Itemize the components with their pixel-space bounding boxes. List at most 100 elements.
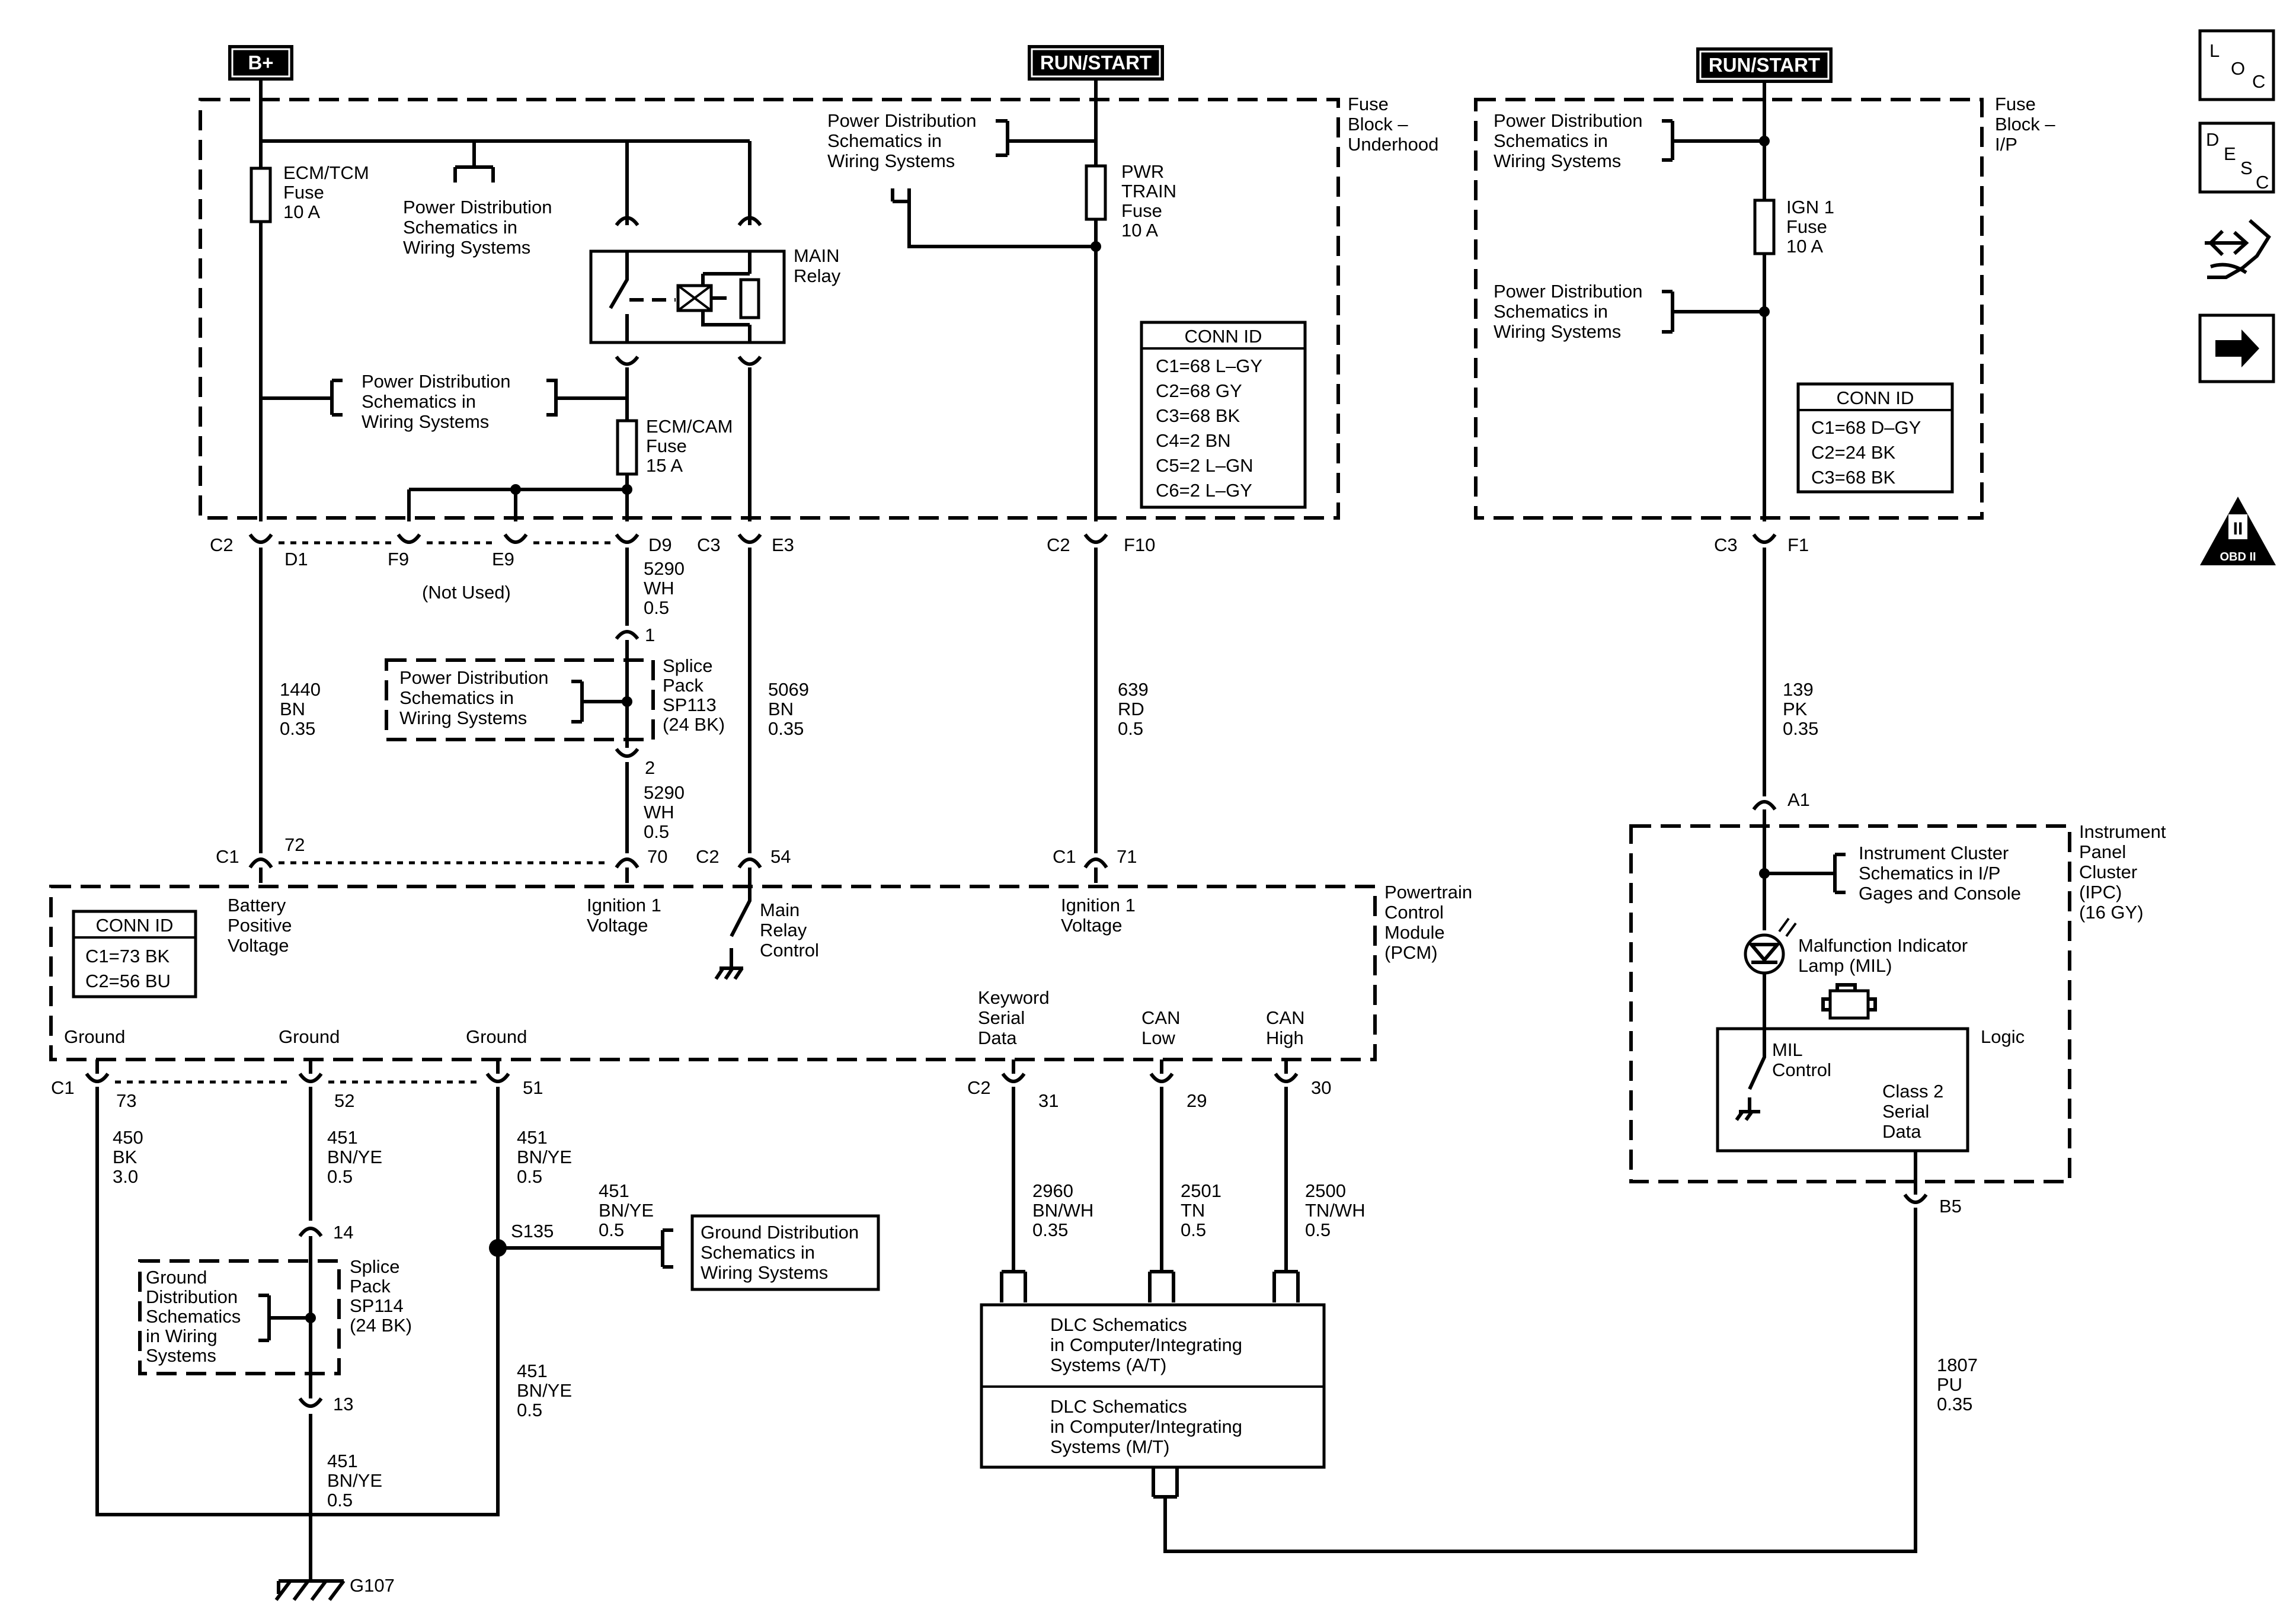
svg-text:C2: C2 bbox=[210, 534, 234, 555]
obd-ii-icon: II OBD II bbox=[2200, 497, 2276, 565]
svg-text:Splice Pack SP113: Splice Pack SP113 (24 BK) bbox=[663, 655, 725, 735]
mil-lamp: Malfunction Indicator Lamp (MIL) bbox=[1744, 917, 1973, 976]
splice-s135: S135 bbox=[489, 1221, 673, 1269]
pcm-ignition1-voltage-b: Ignition 1 Voltage bbox=[1061, 895, 1140, 936]
ipc-module bbox=[1629, 824, 2071, 1183]
svg-text:D: D bbox=[2206, 129, 2219, 150]
wire-5290-b: 5290 WH 0.5 bbox=[644, 782, 690, 842]
run-start-label-2: RUN/START bbox=[1696, 47, 1833, 83]
svg-text:Malfunction Indicator Lamp: Malfunction Indicator Lamp (MIL) bbox=[1798, 935, 1973, 976]
pcm-ground-2: Ground bbox=[279, 1026, 340, 1047]
svg-text:C: C bbox=[2252, 71, 2265, 92]
fuse-block-underhood bbox=[199, 98, 1340, 520]
wire-451-e: 451 BN/YE 0.5 bbox=[327, 1451, 388, 1510]
svg-text:30: 30 bbox=[1311, 1077, 1331, 1098]
svg-text:C6=2 L–GY: C6=2 L–GY bbox=[1156, 480, 1252, 501]
svg-text:51: 51 bbox=[523, 1077, 543, 1098]
svg-text:C1: C1 bbox=[51, 1077, 75, 1098]
loc-icon[interactable]: L O C bbox=[2198, 29, 2275, 101]
svg-text:II: II bbox=[2233, 519, 2243, 539]
svg-text:Ground Distribution Sc: Ground Distribution Schematics in Wiring… bbox=[146, 1267, 246, 1366]
power-dist-ref-3: Power Distribution Schematics in Wiring … bbox=[827, 110, 981, 171]
svg-text:IGN 1 Fuse 10 A: IGN 1 Fuse 10 A bbox=[1786, 197, 1840, 257]
svg-text:DLC Schematics in Computer: DLC Schematics in Computer/Integrating S… bbox=[1050, 1396, 1248, 1457]
svg-text:A1: A1 bbox=[1787, 789, 1810, 810]
svg-text:ECM/CAM Fuse 15 A: ECM/CAM Fuse 15 A bbox=[646, 416, 738, 476]
ip-connector-f1: C3 F1 bbox=[1714, 533, 1809, 555]
fuse-ecm-cam: ECM/CAM Fuse 15 A bbox=[616, 416, 738, 476]
pcm-ground-1: Ground bbox=[64, 1026, 125, 1047]
splice-pack-sp113: 1 2 Power Distribution Schematics in Wir… bbox=[385, 625, 725, 853]
svg-text:L: L bbox=[2209, 40, 2220, 61]
run-start-label-1: RUN/START bbox=[1028, 45, 1164, 81]
wire-1440: 1440 BN 0.35 bbox=[280, 679, 326, 739]
splice-pack-sp114: 14 13 Ground Distribution Schematics in … bbox=[138, 1222, 412, 1414]
svg-text:29: 29 bbox=[1187, 1090, 1207, 1111]
svg-text:C3: C3 bbox=[1714, 534, 1738, 555]
svg-text:D1: D1 bbox=[284, 549, 308, 569]
wire-450: 450 BK 3.0 bbox=[113, 1127, 148, 1187]
power-dist-ref-1: Power Distribution Schematics in Wiring … bbox=[403, 197, 557, 258]
svg-text:2: 2 bbox=[645, 757, 655, 778]
svg-text:G107: G107 bbox=[350, 1575, 395, 1596]
svg-text:C2=24 BK: C2=24 BK bbox=[1811, 442, 1896, 463]
svg-text:C3=68 BK: C3=68 BK bbox=[1811, 467, 1896, 488]
arrow-right-icon[interactable] bbox=[2198, 313, 2275, 383]
conn-id-pcm: CONN ID C1=73 BK C2=56 BU bbox=[72, 910, 197, 998]
svg-text:Splice Pack SP114: Splice Pack SP114 (24 BK) bbox=[350, 1256, 412, 1336]
svg-text:F1: F1 bbox=[1787, 534, 1809, 555]
pcm-keyword: Keyword Serial Data bbox=[978, 987, 1054, 1048]
svg-text:54: 54 bbox=[770, 846, 791, 867]
svg-text:C2=56 BU: C2=56 BU bbox=[85, 971, 171, 991]
svg-text:C3=68 BK: C3=68 BK bbox=[1156, 405, 1240, 426]
svg-text:ECM/TCM Fuse 10 A: ECM/TCM Fuse 10 A bbox=[283, 162, 374, 222]
wire-451-d: 451 BN/YE 0.5 bbox=[517, 1361, 577, 1420]
svg-text:MIL Control: MIL Control bbox=[1772, 1039, 1831, 1080]
svg-text:72: 72 bbox=[284, 834, 305, 855]
wire-2960: 2960 BN/WH 0.35 bbox=[1032, 1180, 1099, 1240]
svg-text:C1=68 D–GY: C1=68 D–GY bbox=[1811, 417, 1921, 438]
svg-text:1: 1 bbox=[645, 625, 655, 645]
wire-451-b: 451 BN/YE 0.5 bbox=[517, 1127, 577, 1187]
svg-text:C1: C1 bbox=[216, 846, 239, 867]
svg-text:C1: C1 bbox=[1053, 846, 1076, 867]
pcm-title: Powertrain Control Module (PCM) bbox=[1384, 882, 1478, 963]
svg-text:CONN ID: CONN ID bbox=[96, 915, 174, 936]
svg-text:RUN/START: RUN/START bbox=[1040, 52, 1152, 73]
desc-icon[interactable]: D E S C bbox=[2198, 121, 2275, 194]
svg-text:OBD II: OBD II bbox=[2220, 550, 2256, 564]
ground-distribution-ref: Ground Distribution Schematics in Wiring… bbox=[690, 1214, 880, 1291]
svg-text:71: 71 bbox=[1117, 846, 1137, 867]
svg-text:13: 13 bbox=[333, 1394, 353, 1414]
svg-text:F10: F10 bbox=[1124, 534, 1155, 555]
ipc-connector-b5: B5 bbox=[1903, 1193, 1962, 1217]
svg-text:70: 70 bbox=[647, 846, 667, 867]
wire-2501: 2501 TN 0.5 bbox=[1181, 1180, 1227, 1240]
pcm-can-low: CAN Low bbox=[1141, 1007, 1185, 1048]
svg-text:Logic: Logic bbox=[1981, 1026, 2025, 1047]
conn-id-ip: CONN ID C1=68 D–GY C2=24 BK C3=68 BK bbox=[1796, 382, 1954, 494]
svg-text:RUN/START: RUN/START bbox=[1709, 54, 1820, 76]
fuse-ecm-tcm: ECM/TCM Fuse 10 A bbox=[250, 162, 374, 223]
wire-5069: 5069 BN 0.35 bbox=[768, 679, 814, 739]
fuse-block-ip-label: Fuse Block – I/P bbox=[1995, 94, 2060, 155]
svg-text:Power Distribution Schemat: Power Distribution Schematics in Wiring … bbox=[399, 667, 554, 728]
wrench-arrows-icon[interactable] bbox=[2205, 219, 2271, 279]
svg-text:C4=2 BN: C4=2 BN bbox=[1156, 430, 1231, 451]
wire-451-c: 451 BN/YE 0.5 bbox=[599, 1180, 659, 1240]
power-dist-ref-4: Power Distribution Schematics in Wiring … bbox=[1494, 110, 1648, 171]
svg-text:(Not Used): (Not Used) bbox=[422, 582, 511, 603]
ipc-connector-a1: A1 bbox=[1752, 789, 1810, 811]
svg-text:E3: E3 bbox=[772, 534, 794, 555]
fuse-ign1: IGN 1 Fuse 10 A bbox=[1753, 197, 1840, 257]
svg-text:14: 14 bbox=[333, 1222, 353, 1243]
svg-text:31: 31 bbox=[1038, 1090, 1059, 1111]
conn-id-underhood: CONN ID C1=68 L–GY C2=68 GY C3=68 BK C4=… bbox=[1140, 321, 1307, 509]
svg-text:Main Relay Control: Main Relay Control bbox=[760, 900, 819, 961]
svg-text:73: 73 bbox=[116, 1090, 136, 1111]
pcm-ignition1-voltage-a: Ignition 1 Voltage bbox=[587, 895, 666, 936]
svg-text:O: O bbox=[2231, 58, 2245, 79]
svg-text:CONN ID: CONN ID bbox=[1837, 388, 1914, 408]
pcm-top-connectors: C1 72 70 C2 54 C1 71 bbox=[216, 834, 1137, 883]
